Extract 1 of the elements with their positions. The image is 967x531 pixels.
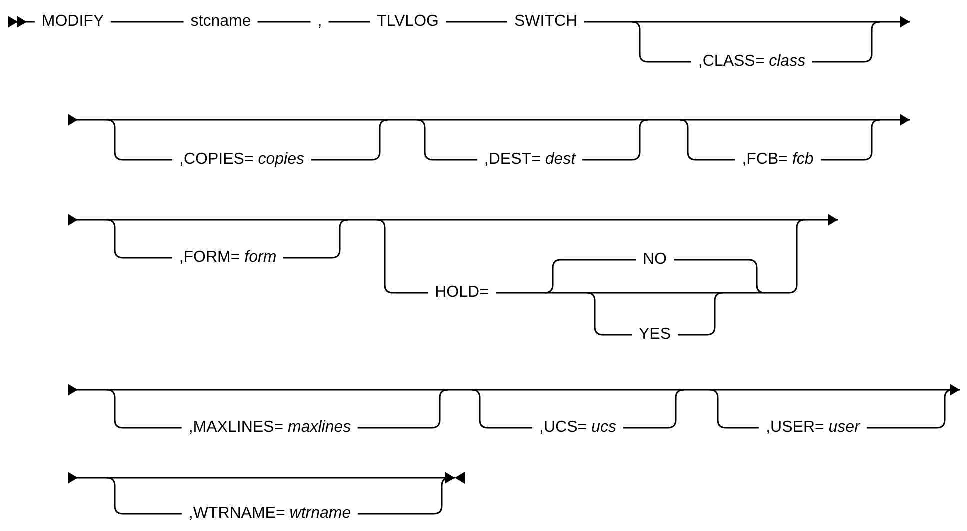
syntax-keyword: ,COPIES= copies xyxy=(172,150,312,170)
